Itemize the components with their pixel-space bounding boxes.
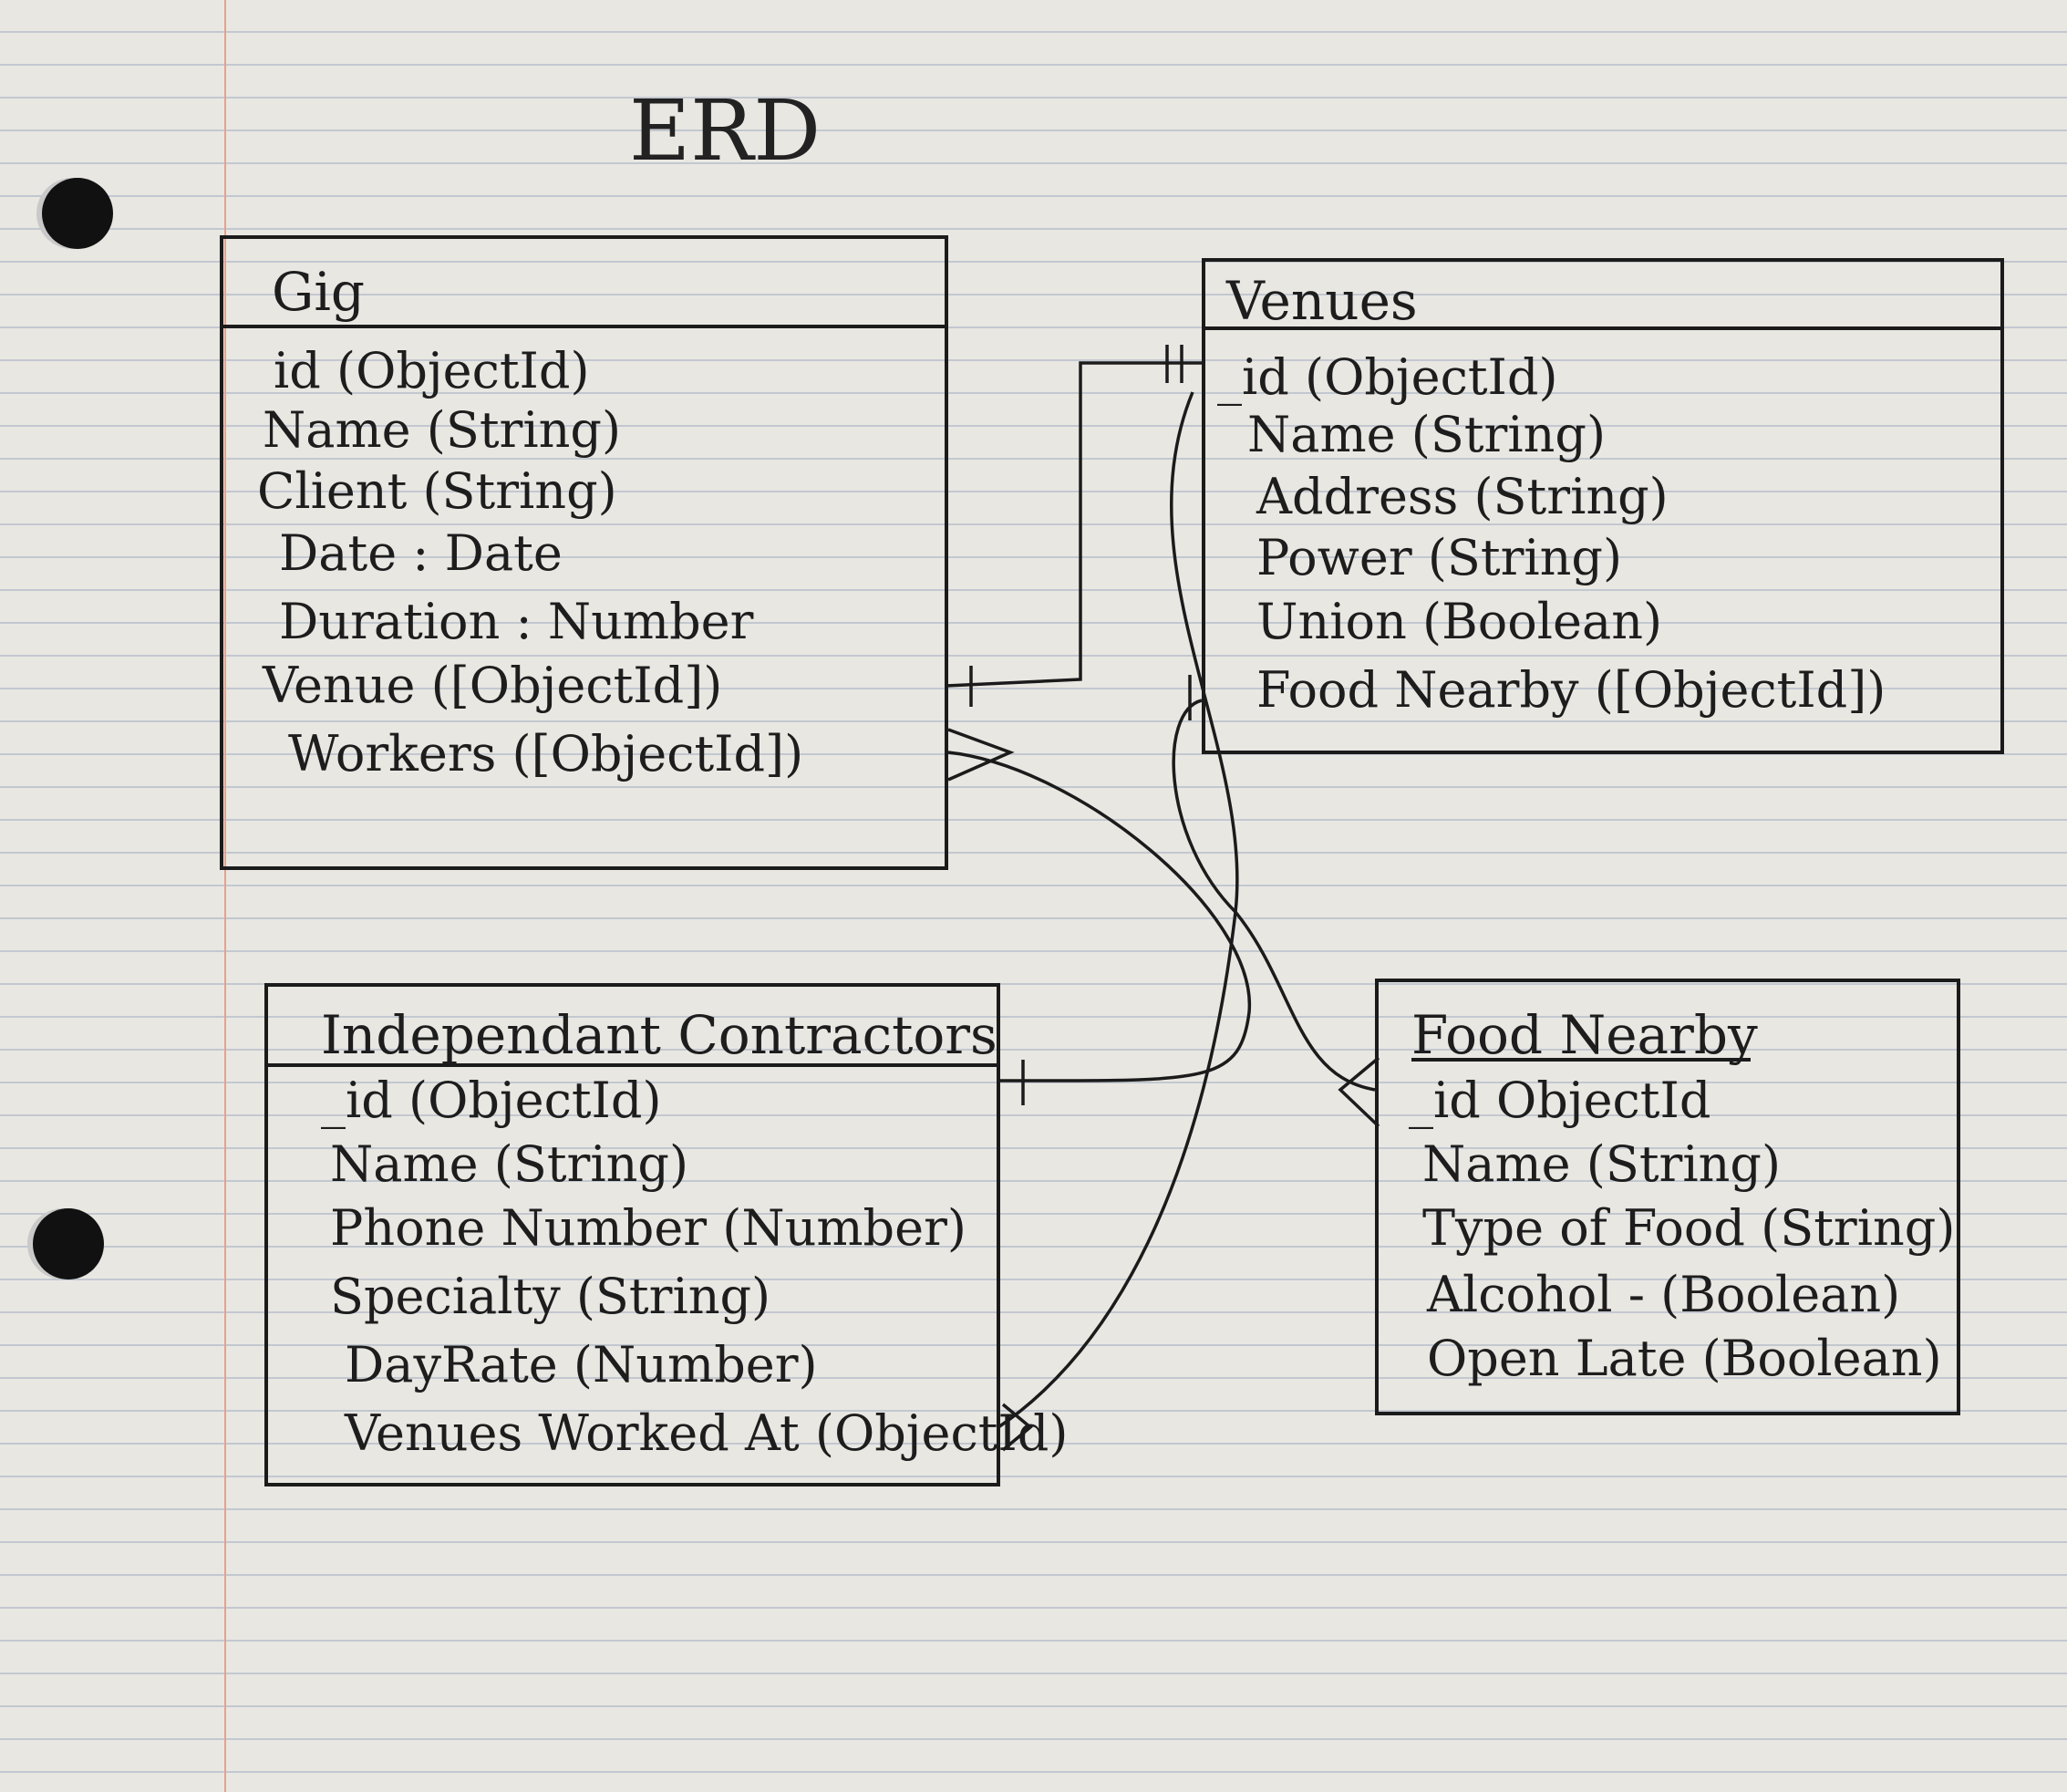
relationship-gig-venue-line xyxy=(946,361,1202,688)
field-gig-name: Name (String) xyxy=(263,401,621,459)
entity-venues-box xyxy=(1202,258,2004,754)
relationship-venues-food-line xyxy=(1172,699,1376,1092)
field-venues-union: Union (Boolean) xyxy=(1256,593,1662,650)
field-contractors-dayrate: DayRate (Number) xyxy=(345,1336,818,1393)
notebook-margin-line xyxy=(224,0,226,1792)
relationship-venues-food-crowsfoot xyxy=(1338,1056,1380,1128)
entity-contractors-title: Independant Contractors xyxy=(321,1004,997,1066)
entity-contractors: Independant Contractors _id (ObjectId) N… xyxy=(264,983,1068,1486)
entity-contractors-box xyxy=(264,983,1000,1486)
entity-gig: Gig id (ObjectId) Name (String) Client (… xyxy=(220,235,948,870)
field-contractors-venues-worked-at: Venues Worked At (ObjectId) xyxy=(344,1404,1068,1462)
relationship-venues-food xyxy=(1172,675,1380,1128)
binder-hole-bottom xyxy=(33,1208,104,1279)
binder-hole-top xyxy=(42,178,113,249)
entity-gig-box xyxy=(220,235,948,870)
field-food-open-late: Open Late (Boolean) xyxy=(1427,1330,1942,1387)
field-gig-venue: Venue ([ObjectId]) xyxy=(262,657,722,714)
field-contractors-id: _id (ObjectId) xyxy=(321,1072,662,1129)
field-gig-date: Date : Date xyxy=(279,524,563,582)
field-food-type: Type of Food (String) xyxy=(1422,1199,1955,1257)
relationship-gig-venue xyxy=(946,345,1202,707)
field-venues-address: Address (String) xyxy=(1256,468,1669,525)
relationship-gig-workers-crowsfoot xyxy=(947,728,1015,782)
field-contractors-phone: Phone Number (Number) xyxy=(330,1199,966,1257)
diagram-title: ERD xyxy=(629,82,821,180)
field-food-alcohol: Alcohol - (Boolean) xyxy=(1426,1266,1900,1323)
field-contractors-name: Name (String) xyxy=(330,1135,688,1193)
field-venues-name: Name (String) xyxy=(1247,406,1606,463)
field-venues-food-nearby: Food Nearby ([ObjectId]) xyxy=(1256,661,1886,719)
field-venues-power: Power (String) xyxy=(1256,529,1622,586)
field-gig-duration: Duration : Number xyxy=(279,593,754,650)
field-venues-id: _id (ObjectId) xyxy=(1217,348,1558,406)
field-gig-workers: Workers ([ObjectId]) xyxy=(288,725,803,782)
relationship-contractor-venues-crowsfoot xyxy=(1001,1403,1033,1452)
entity-food-nearby: Food Nearby _id ObjectId Name (String) T… xyxy=(1375,979,1960,1415)
relationship-gig-workers xyxy=(947,728,1251,1105)
field-food-name: Name (String) xyxy=(1422,1135,1781,1193)
field-contractors-specialty: Specialty (String) xyxy=(330,1268,770,1325)
entity-food-box xyxy=(1375,979,1960,1415)
entity-venues: Venues _id (ObjectId) Name (String) Addr… xyxy=(1202,258,2004,754)
field-gig-id: id (ObjectId) xyxy=(274,342,590,399)
entity-food-title: Food Nearby xyxy=(1411,1004,1758,1066)
field-food-id: _id ObjectId xyxy=(1409,1072,1710,1129)
relationship-contractor-venues xyxy=(997,391,1239,1452)
entity-venues-title: Venues xyxy=(1225,270,1418,332)
relationship-contractor-venues-line xyxy=(997,391,1239,1429)
relationship-gig-workers-line xyxy=(947,751,1251,1082)
entity-gig-title: Gig xyxy=(272,261,365,323)
field-gig-client: Client (String) xyxy=(257,462,617,520)
